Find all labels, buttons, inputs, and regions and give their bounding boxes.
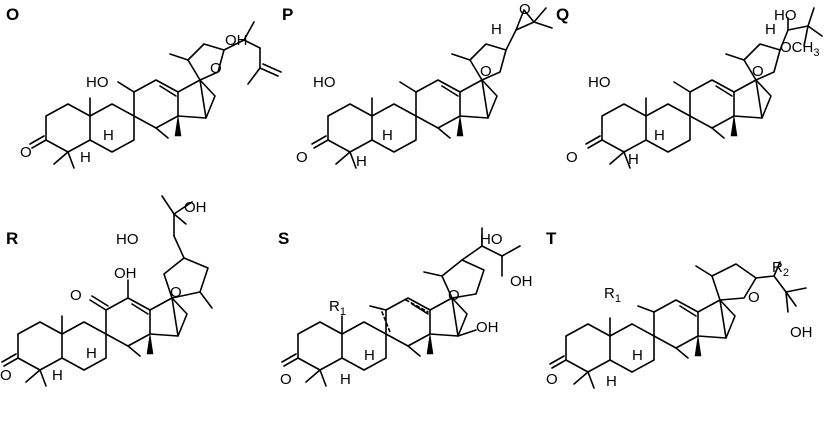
atom-label: OH bbox=[225, 32, 248, 49]
atom-label: R1 bbox=[604, 285, 621, 305]
structure-r: R OH HO O OH O O H H bbox=[0, 195, 213, 387]
atom-label: HO bbox=[86, 74, 109, 91]
steroid-core-q bbox=[585, 7, 823, 169]
atom-label: H bbox=[654, 127, 665, 144]
steroid-core-p bbox=[311, 7, 553, 169]
atom-label: O bbox=[296, 149, 308, 166]
atom-label: H bbox=[356, 153, 367, 170]
atom-label: H bbox=[606, 373, 617, 390]
atom-label: H bbox=[632, 347, 643, 364]
atom-label: H bbox=[382, 127, 393, 144]
atom-label: HO bbox=[116, 231, 139, 248]
atom-label: H bbox=[628, 151, 639, 168]
atom-label: O bbox=[280, 371, 292, 388]
atom-label: O bbox=[170, 284, 182, 301]
atom-label: O bbox=[519, 1, 531, 18]
atom-label: R2 bbox=[772, 259, 789, 279]
panel-label-p: P bbox=[282, 5, 293, 24]
atom-label: OH bbox=[114, 265, 137, 282]
atom-label: H bbox=[52, 367, 63, 384]
panel-label-o: O bbox=[6, 5, 19, 24]
atom-label: OH bbox=[476, 319, 499, 336]
panel-label-q: Q bbox=[556, 5, 569, 24]
steroid-core-o bbox=[29, 21, 282, 169]
atom-label: OH bbox=[510, 273, 533, 290]
atom-label: HO bbox=[480, 231, 503, 248]
atom-label: HO bbox=[774, 7, 797, 24]
structure-o: O OH HO O O H H bbox=[6, 5, 282, 169]
structure-t: T R2 R1 O OH O H H bbox=[546, 229, 813, 390]
atom-label: O bbox=[70, 287, 82, 304]
atom-label: O bbox=[752, 63, 764, 80]
atom-label: O bbox=[748, 289, 760, 306]
panel-label-t: T bbox=[546, 229, 557, 248]
atom-label: H bbox=[364, 347, 375, 364]
atom-label: O bbox=[546, 371, 558, 388]
steroid-core-s bbox=[281, 227, 521, 387]
atom-label: H bbox=[765, 21, 776, 38]
atom-label: O bbox=[0, 367, 12, 384]
atom-label: OCH3 bbox=[780, 39, 819, 59]
atom-label: H bbox=[340, 371, 351, 388]
atom-label: HO bbox=[313, 74, 336, 91]
panel-label-r: R bbox=[6, 229, 18, 248]
atom-label: O bbox=[566, 149, 578, 166]
steroid-core-t bbox=[549, 261, 807, 389]
structure-p: P O H HO O O H H bbox=[282, 1, 553, 170]
atom-label: H bbox=[491, 21, 502, 38]
atom-label: O bbox=[210, 60, 222, 77]
atom-label: OH bbox=[184, 199, 207, 216]
panel-label-s: S bbox=[278, 229, 289, 248]
atom-label: O bbox=[20, 144, 32, 161]
structure-q: Q HO H OCH3 HO O O H H bbox=[556, 5, 823, 169]
structure-s: S HO OH O R1 OH O H H bbox=[278, 227, 533, 388]
atom-label: H bbox=[86, 345, 97, 362]
steroid-core-r bbox=[1, 195, 213, 387]
atom-label: H bbox=[80, 149, 91, 166]
atom-label: O bbox=[448, 287, 460, 304]
atom-label: OH bbox=[790, 324, 813, 341]
atom-label: HO bbox=[588, 74, 611, 91]
atom-label: R1 bbox=[329, 298, 346, 318]
atom-label: O bbox=[480, 63, 492, 80]
atom-label: H bbox=[103, 127, 114, 144]
